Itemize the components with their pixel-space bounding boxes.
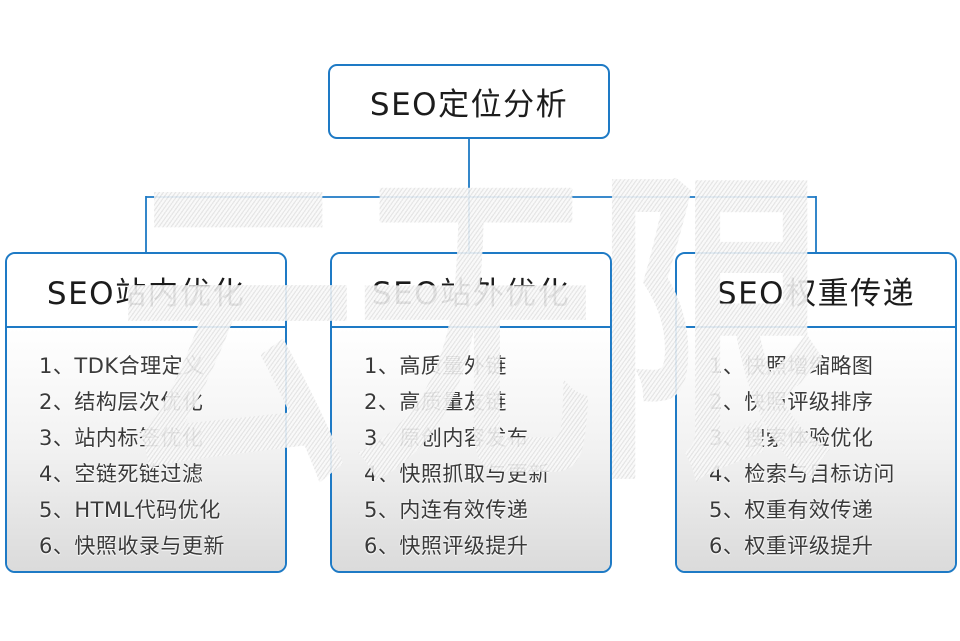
column-onsite-list: 1、TDK合理定义 2、结构层次优化 3、站内标签优化 4、空链死链过滤 5、H… (7, 328, 285, 571)
list-item: 4、快照抓取与更新 (364, 462, 550, 486)
list-item: 3、搜索体验优化 (709, 426, 874, 450)
column-offsite-optimization: SEO站外优化 1、高质量外链 2、高质量友链 3、原创内容发布 4、快照抓取与… (330, 252, 612, 573)
column-offsite-title: SEO站外优化 (371, 275, 571, 312)
list-item: 6、权重评级提升 (709, 534, 874, 558)
column-offsite-header: SEO站外优化 (332, 254, 610, 328)
list-item: 5、权重有效传递 (709, 498, 874, 522)
root-node-seo-positioning: SEO定位分析 (328, 64, 610, 139)
list-item: 6、快照收录与更新 (39, 534, 225, 558)
column-onsite-title: SEO站内优化 (46, 275, 246, 312)
column-offsite-list: 1、高质量外链 2、高质量友链 3、原创内容发布 4、快照抓取与更新 5、内连有… (332, 328, 610, 571)
list-item: 2、快照评级排序 (709, 390, 874, 414)
list-item: 4、空链死链过滤 (39, 462, 204, 486)
column-weight-header: SEO权重传递 (677, 254, 955, 328)
column-weight-transfer: SEO权重传递 1、快照增缩略图 2、快照评级排序 3、搜索体验优化 4、检索与… (675, 252, 957, 573)
list-item: 3、原创内容发布 (364, 426, 529, 450)
column-weight-title: SEO权重传递 (716, 275, 916, 312)
column-onsite-optimization: SEO站内优化 1、TDK合理定义 2、结构层次优化 3、站内标签优化 4、空链… (5, 252, 287, 573)
list-item: 5、HTML代码优化 (39, 498, 221, 522)
column-weight-list: 1、快照增缩略图 2、快照评级排序 3、搜索体验优化 4、检索与目标访问 5、权… (677, 328, 955, 571)
column-onsite-header: SEO站内优化 (7, 254, 285, 328)
list-item: 1、高质量外链 (364, 354, 507, 378)
list-item: 6、快照评级提升 (364, 534, 529, 558)
list-item: 3、站内标签优化 (39, 426, 204, 450)
list-item: 1、快照增缩略图 (709, 354, 874, 378)
list-item: 1、TDK合理定义 (39, 354, 205, 378)
list-item: 2、高质量友链 (364, 390, 507, 414)
list-item: 2、结构层次优化 (39, 390, 204, 414)
list-item: 5、内连有效传递 (364, 498, 529, 522)
root-node-label: SEO定位分析 (369, 87, 569, 123)
list-item: 4、检索与目标访问 (709, 462, 895, 486)
